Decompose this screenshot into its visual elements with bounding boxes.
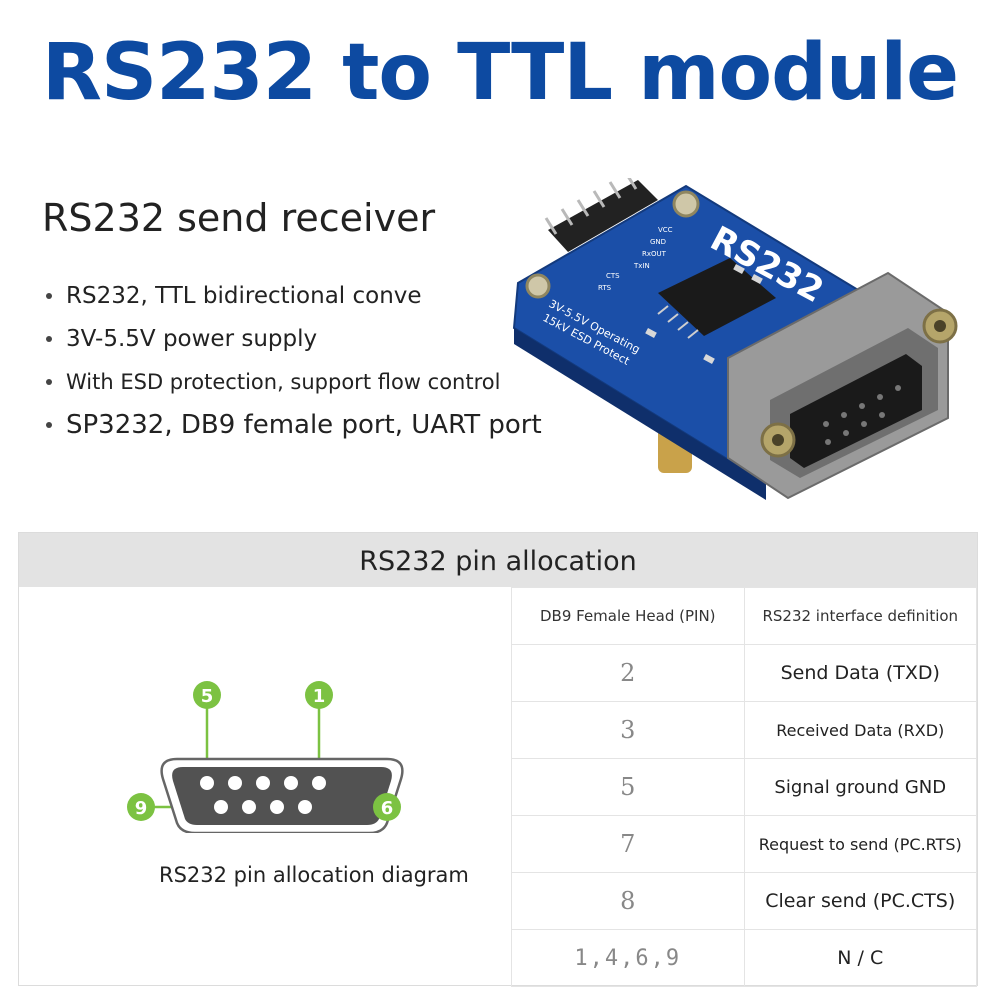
pin-cell: 7 [511,815,745,873]
pin-header [548,180,658,252]
table-header-row: DB9 Female Head (PIN) RS232 interface de… [511,587,978,645]
db9-connector-photo [727,271,958,500]
table-row: 7 Request to send (PC.RTS) [511,815,978,873]
pin-table: DB9 Female Head (PIN) RS232 interface de… [511,587,978,987]
table-row: 8 Clear send (PC.CTS) [511,872,978,930]
definition-cell: Send Data (TXD) [743,644,978,702]
feature-item: With ESD protection, support flow contro… [42,364,542,407]
pin-marker-5: 5 [193,681,221,709]
board-pin-label: VCC [658,226,673,234]
table-row: 1,4,6,9 N / C [511,929,978,987]
db9-pin-diagram: 5 1 9 6 [127,681,404,833]
pin-cell: 2 [511,644,745,702]
pin-label-bottom-left: 9 [135,798,148,819]
column-header-pin: DB9 Female Head (PIN) [511,587,745,645]
pin-marker-1: 1 [305,681,333,709]
table-row: 3 Received Data (RXD) [511,701,978,759]
pin-allocation-panel: RS232 pin allocation 5 1 [18,532,978,987]
page-title: RS232 to TTL module [41,28,959,118]
board-pin-label: GND [650,238,666,246]
pin-marker-9: 9 [127,793,155,821]
definition-cell: N / C [743,929,978,987]
definition-cell: Received Data (RXD) [743,701,978,759]
module-board-image: RS232 3V-5.5V Operating 15kV ESD Protect… [512,178,958,500]
pin-label-top-left: 5 [201,686,214,707]
pin-cell: 8 [511,872,745,930]
pin-cell: 1,4,6,9 [511,929,745,987]
diagram-caption: RS232 pin allocation diagram [159,863,469,887]
pin-cell: 3 [511,701,745,759]
definition-cell: Clear send (PC.CTS) [743,872,978,930]
column-header-definition: RS232 interface definition [743,587,978,645]
table-row: 5 Signal ground GND [511,758,978,816]
pin-label-bottom-right: 6 [381,798,394,819]
pin-marker-6: 6 [373,793,401,821]
definition-cell: Signal ground GND [743,758,978,816]
definition-cell: Request to send (PC.RTS) [743,815,978,873]
board-pin-label: RTS [598,284,612,292]
board-pin-label: RxOUT [642,250,667,258]
feature-item: RS232, TTL bidirectional conve [42,278,542,321]
pin-cell: 5 [511,758,745,816]
pin-allocation-header: RS232 pin allocation [19,533,977,587]
board-pin-label: CTS [606,272,620,280]
board-pin-label: TxIN [633,262,650,270]
feature-list: RS232, TTL bidirectional conve 3V-5.5V p… [42,278,542,450]
ic-chip [657,258,776,339]
feature-item: 3V-5.5V power supply [42,321,542,364]
table-row: 2 Send Data (TXD) [511,644,978,702]
features-heading: RS232 send receiver [42,196,436,240]
pin-label-top-right: 1 [313,686,326,707]
feature-item: SP3232, DB9 female port, UART port [42,407,542,450]
